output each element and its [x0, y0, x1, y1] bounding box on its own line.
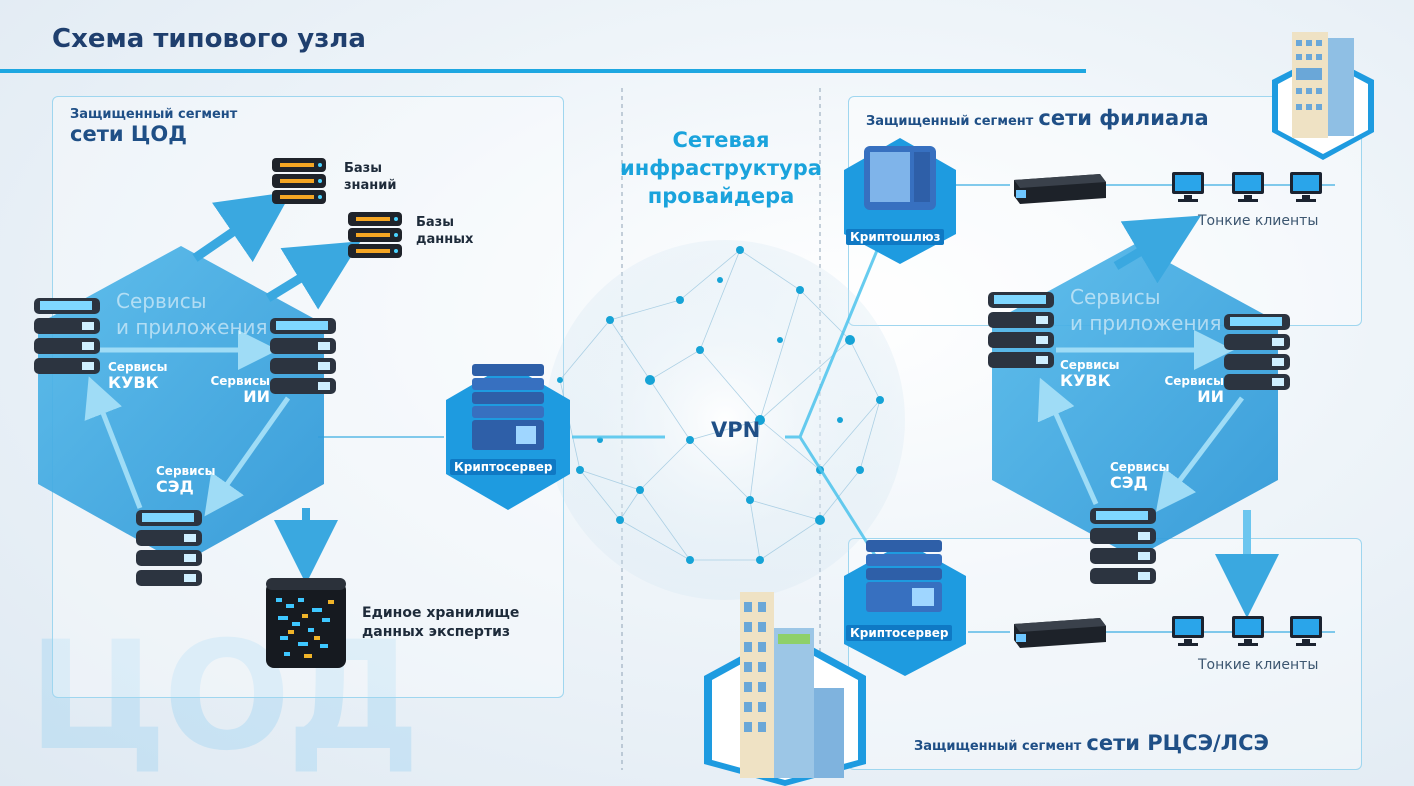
rcse-thin-clients-label: Тонкие клиенты	[1198, 657, 1319, 673]
crypto-server-hex-left	[446, 364, 570, 510]
knowledge-base-label: Базы знаний	[344, 161, 397, 193]
branch-ii-server-stack-icon	[1220, 310, 1294, 398]
data-base-icon	[346, 210, 404, 266]
sed-server-stack-icon	[132, 506, 206, 594]
branch-kuvk-server-stack-icon	[984, 288, 1058, 376]
storage-label: Единое хранилище данных экспертиз	[362, 605, 520, 640]
rcse-rack-server-icon	[1014, 618, 1106, 648]
branch-services-hexagon	[992, 244, 1278, 558]
branch-thin-clients-label: Тонкие клиенты	[1198, 213, 1319, 229]
sed-services-label: Сервисы СЭД	[156, 464, 216, 496]
title-underline	[0, 69, 1086, 73]
rcse-thin-clients-icons	[1172, 616, 1322, 646]
crypto-server-left-label: Криптосервер	[450, 459, 557, 475]
branch-ii-services-label: Сервисы ИИ	[1164, 374, 1224, 406]
crypto-server-hex-right	[844, 540, 966, 676]
data-base-label: Базы данных	[416, 215, 474, 247]
cod-services-hex-label: Сервисы и приложения	[116, 289, 268, 339]
provider-infrastructure-label: Сетевая инфраструктура провайдера	[620, 128, 822, 208]
branch-rack-server-icon	[1014, 174, 1106, 204]
crypto-server-right-label: Криптосервер	[846, 625, 953, 641]
branch-thin-clients-icons	[1172, 172, 1322, 202]
ii-server-stack-icon	[266, 314, 340, 402]
crypto-gateway-label: Криптошлюз	[846, 229, 945, 245]
ii-services-label: Сервисы ИИ	[210, 374, 270, 406]
branch-segment-title: Защищенный сегмент сети филиала	[866, 106, 1209, 130]
branch-sed-services-label: Сервисы СЭД	[1110, 460, 1170, 492]
page-title: Схема типового узла	[52, 24, 366, 54]
branch-services-hex-label: Сервисы и приложения	[1070, 285, 1222, 335]
rcse-segment-title: Защищенный сегмент сети РЦСЭ/ЛСЭ	[914, 731, 1269, 755]
cod-services-hexagon	[38, 246, 324, 564]
vpn-label: VPN	[711, 418, 761, 442]
kuvk-server-stack-icon	[30, 294, 104, 382]
branch-kuvk-services-label: Сервисы КУВК	[1060, 358, 1120, 390]
crypto-gateway-hex	[844, 138, 956, 264]
branch-building-icon	[1272, 32, 1374, 160]
rcse-building-icon	[704, 592, 866, 786]
storage-cube-icon	[262, 574, 352, 678]
branch-sed-server-stack-icon	[1086, 504, 1160, 592]
kuvk-services-label: Сервисы КУВК	[108, 360, 168, 392]
cod-segment-title: Защищенный сегмент сети ЦОД	[70, 107, 238, 146]
knowledge-base-icon	[270, 156, 328, 212]
